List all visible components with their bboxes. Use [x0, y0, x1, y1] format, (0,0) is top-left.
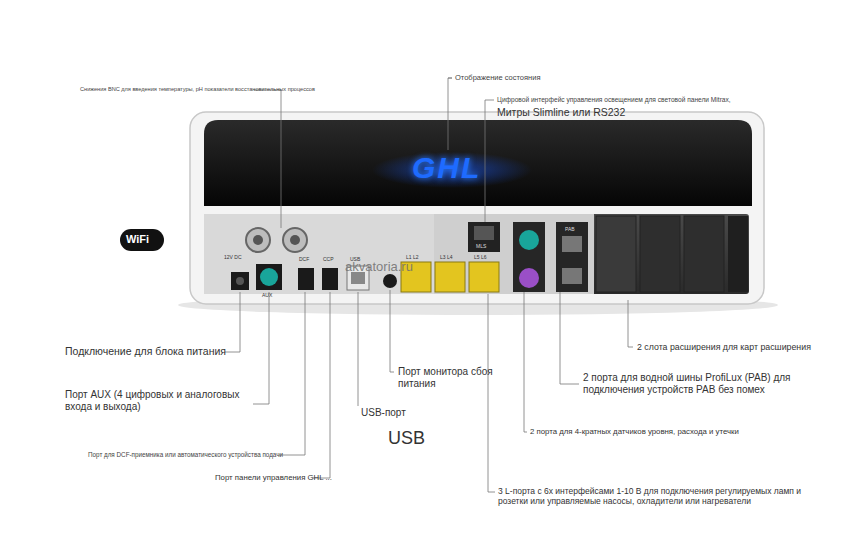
- brand-logo: GHL: [412, 150, 481, 186]
- callout-text: USB-порт: [361, 407, 406, 419]
- callout-text: Порт панели управления GHL ...: [215, 473, 332, 482]
- leader-line: [628, 300, 633, 347]
- sensor-frame: [513, 222, 545, 292]
- port-label: CCP: [323, 256, 334, 262]
- leader-line: [358, 292, 359, 406]
- aux-port: [260, 268, 278, 286]
- callout-text: Порт для DCF-приемника или автоматическо…: [88, 451, 283, 459]
- callout-text: Подключение для блока питания: [65, 345, 226, 358]
- bnc-core: [290, 235, 300, 245]
- l-port: [469, 262, 499, 292]
- bnc-connector: [246, 228, 270, 252]
- dcf-port: [298, 268, 314, 290]
- callout-text: Снижения BNC для введения температуры, p…: [80, 86, 315, 93]
- power-jack: [231, 272, 249, 290]
- wifi-badge: [120, 229, 164, 251]
- front-panel: [204, 214, 749, 294]
- port-label: DCF: [299, 256, 309, 262]
- callout-text: Порт AUX (4 цифровых и аналоговых входа …: [65, 389, 255, 413]
- sensor-port: [519, 230, 539, 250]
- expansion-slot: [640, 216, 680, 292]
- port-label: L3 L4: [440, 254, 453, 260]
- leader-line: [448, 78, 452, 150]
- leader-line: [524, 292, 527, 432]
- pab-port: [562, 268, 582, 284]
- port-label: AUX: [262, 292, 272, 298]
- port-label: 12V DC: [224, 254, 242, 260]
- power-monitor-jack: [383, 274, 397, 288]
- sensor-port: [519, 268, 539, 288]
- pab-port: [562, 236, 582, 252]
- callout-text: Митры Slimline или RS232: [497, 106, 625, 119]
- callout-text: 2 порта для 4-кратных датчиков уровня, р…: [530, 427, 739, 436]
- power-jack-pin: [236, 277, 244, 285]
- port-label: PAB: [565, 226, 575, 232]
- leader-line: [279, 292, 305, 455]
- wifi-logo: WiFi: [126, 233, 149, 246]
- callout-text: Отображение состояния: [455, 73, 541, 82]
- leader-line: [390, 290, 394, 372]
- callout-text: Цифровой интерфейс управления освещением…: [497, 96, 731, 104]
- port-label: L1 L2: [406, 254, 419, 260]
- callout-text: 2 слота расширения для карт расширения: [637, 342, 811, 353]
- port-label: MLS: [476, 243, 486, 249]
- aux-frame: [256, 264, 282, 290]
- callout-text: Порт монитора сбоя питания: [398, 366, 496, 390]
- callout-text: 2 порта для водной шины ProfiLux (PAB) д…: [583, 372, 801, 396]
- leader-line: [488, 294, 495, 492]
- mls-port: [474, 226, 494, 240]
- side-shade: [728, 216, 748, 292]
- leader-line: [254, 90, 281, 228]
- leader-line: [313, 292, 330, 478]
- pab-frame: [556, 222, 588, 292]
- mls-frame: [468, 222, 500, 252]
- leader-line: [225, 292, 240, 352]
- expansion-slot: [596, 216, 636, 292]
- bnc-connector: [283, 228, 307, 252]
- ccp-port: [322, 268, 338, 290]
- l-port: [435, 262, 465, 292]
- front-panel-mid: [434, 214, 594, 294]
- callout-text: 3 L-порта с 6х интерфейсами 1-10 В для п…: [498, 486, 816, 506]
- front-panel-left: [204, 214, 434, 294]
- port-label: USB: [350, 256, 360, 262]
- leader-line: [253, 292, 269, 404]
- callout-title: USB: [388, 428, 425, 450]
- leader-line: [485, 100, 494, 222]
- device-housing: [190, 112, 764, 304]
- port-label: L5 L6: [474, 254, 487, 260]
- device-lid: [204, 120, 752, 206]
- bnc-core: [253, 235, 263, 245]
- leader-line: [560, 292, 579, 384]
- expansion-slot: [684, 216, 724, 292]
